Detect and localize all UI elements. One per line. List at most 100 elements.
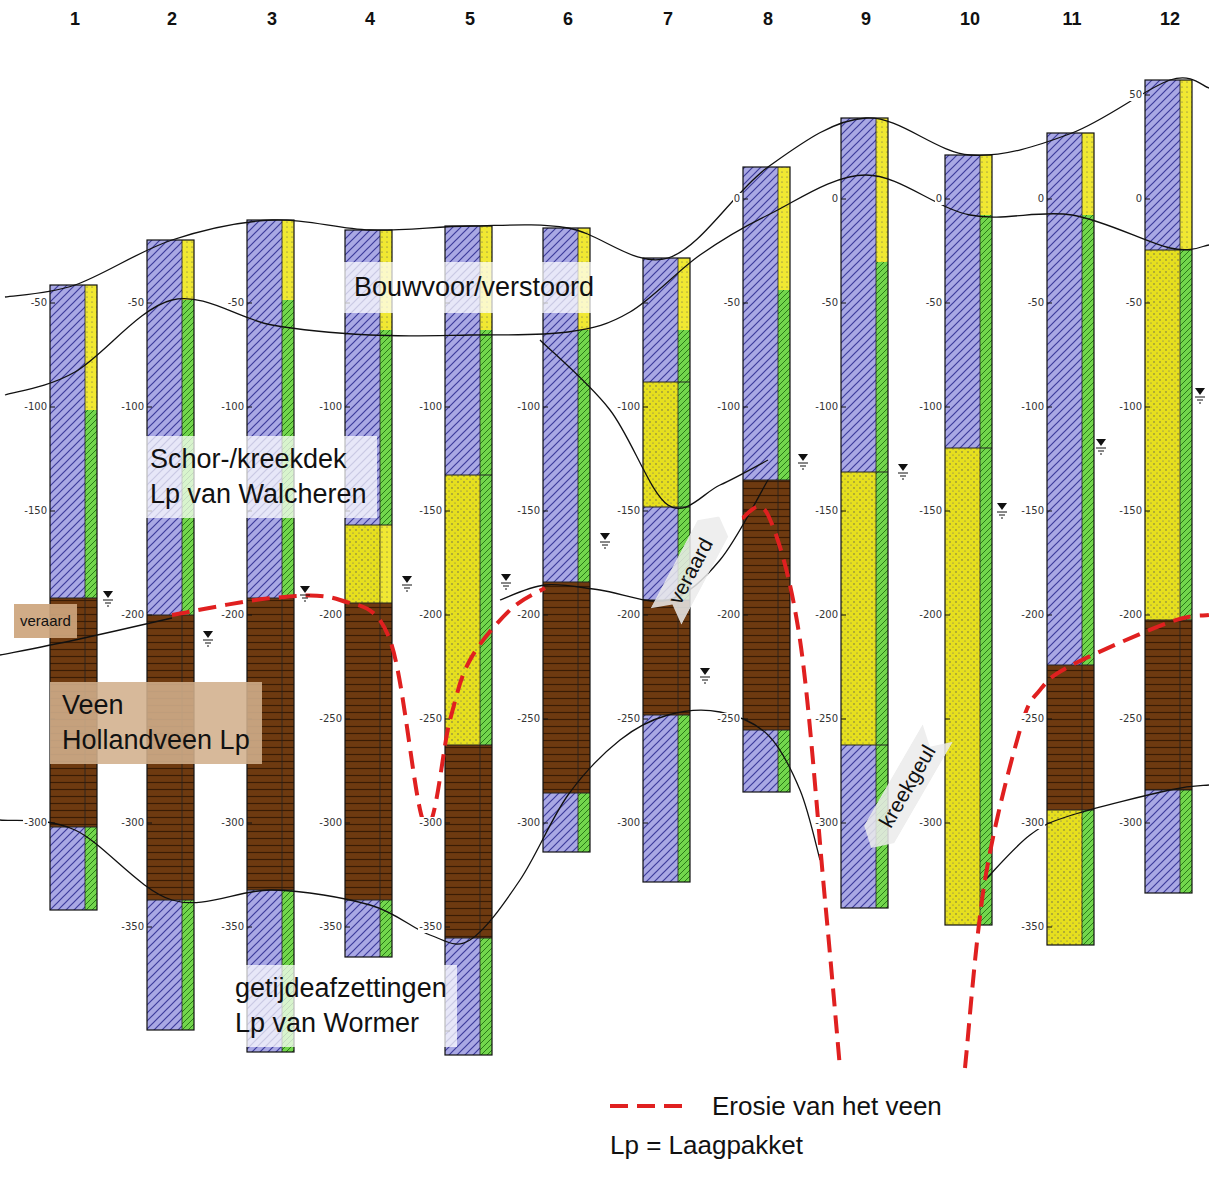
depth-label: -150 [918,505,943,517]
borehole-layer [643,382,678,507]
depth-tick [543,823,548,824]
depth-tick [345,615,350,616]
water-lines [898,473,908,479]
depth-tick [1145,719,1150,720]
water-level-symbol [203,631,213,646]
water-lines [300,595,310,601]
depth-tick [841,303,846,304]
water-lines [203,640,213,646]
depth-label: -50 [1027,297,1045,309]
depth-label: -300 [318,817,343,829]
water-triangle [798,454,808,461]
depth-label: -50 [30,297,48,309]
depth-label: -50 [1125,297,1143,309]
legend-text: Erosie van het veen [712,1091,942,1122]
column-number: 3 [267,8,277,30]
strip-divider [578,228,579,852]
borehole-strip [1180,620,1192,790]
borehole-strip [380,525,392,603]
layer-boundary [841,745,888,746]
correlation-line [500,480,768,601]
depth-label: -250 [814,713,839,725]
water-level-symbol [1195,388,1205,403]
column-number: 4 [365,8,375,30]
water-lines [700,677,710,683]
borehole-layer [1047,665,1082,810]
depth-label: -300 [220,817,245,829]
water-triangle [700,668,710,675]
layer-boundary [841,472,888,473]
depth-tick [247,823,252,824]
strip-divider [380,230,381,957]
borehole-layer [841,472,876,745]
depth-label: -100 [616,401,641,413]
depth-label: -100 [516,401,541,413]
borehole-layer [945,155,980,448]
depth-tick [445,927,450,928]
depth-label: -200 [318,609,343,621]
depth-tick [543,407,548,408]
depth-label: -300 [516,817,541,829]
column-number: 6 [563,8,573,30]
depth-label: -200 [1020,609,1045,621]
correlation-line [5,175,1209,395]
water-triangle [600,533,610,540]
water-lines [103,600,113,606]
borehole-outline [147,240,194,1030]
depth-label: -100 [716,401,741,413]
water-level-symbol [300,586,310,601]
column-number: 12 [1160,8,1180,30]
depth-tick [1047,303,1052,304]
borehole-strip [778,290,790,480]
borehole-layer [1145,790,1180,893]
borehole-outline [345,230,392,957]
water-lines [997,512,1007,518]
borehole-strip [980,215,992,925]
depth-label: 50 [1128,89,1143,101]
borehole-strip [182,240,194,300]
water-level-symbol [997,503,1007,518]
depth-label: 0 [1135,193,1143,205]
depth-tick [841,823,846,824]
borehole-layer [147,900,182,1030]
borehole-layer [1145,80,1180,250]
depth-tick [50,303,55,304]
borehole-strip [1082,215,1094,665]
label-text: getijdeafzettingen [235,971,447,1006]
water-lines [600,542,610,548]
depth-label: -200 [1118,609,1143,621]
strip-divider [980,155,981,925]
water-triangle [402,576,412,583]
depth-label: -100 [918,401,943,413]
water-triangle [1096,439,1106,446]
depth-label: -100 [23,401,48,413]
borehole-layer [1047,133,1082,665]
depth-label: -100 [1118,401,1143,413]
borehole-strip [182,900,194,1030]
depth-label: -350 [120,921,145,933]
column-number: 10 [960,8,980,30]
water-level-symbol [501,574,511,589]
depth-tick [345,719,350,720]
borehole-strip [380,603,392,900]
depth-tick [445,615,450,616]
depth-tick [945,615,950,616]
depth-label: -350 [418,921,443,933]
layer-boundary [1047,665,1094,666]
depth-label: -300 [418,817,443,829]
borehole-strip [578,793,590,852]
label-text: Schor-/kreekdek [150,442,367,477]
depth-tick [743,407,748,408]
column-number: 8 [763,8,773,30]
depth-label: -50 [227,297,245,309]
borehole-strip [480,330,492,745]
water-level-symbol [103,591,113,606]
water-level-symbol [402,576,412,591]
borehole-layer [50,827,85,910]
borehole-strip [1082,810,1094,945]
depth-label: -200 [918,609,943,621]
depth-tick [945,199,950,200]
depth-label: -150 [814,505,839,517]
borehole-layer [345,900,380,957]
borehole-layer [643,258,678,382]
